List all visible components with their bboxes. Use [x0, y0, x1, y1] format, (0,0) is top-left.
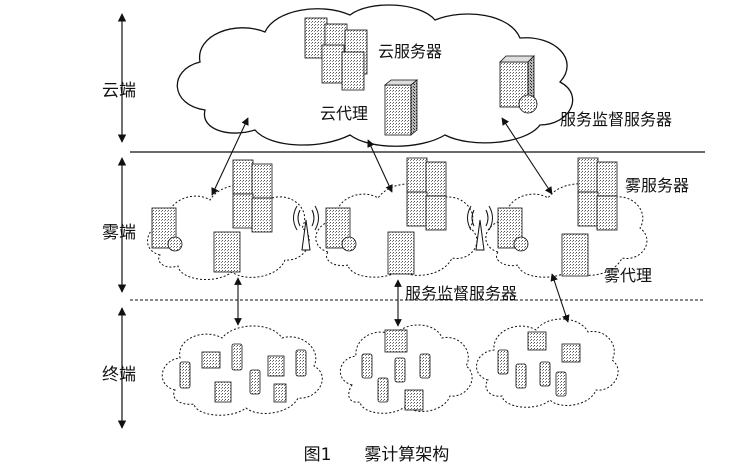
terminal-cloud-middle — [340, 324, 473, 414]
fog-right-devices — [497, 157, 618, 277]
label-cloud-server: 云服务器 — [378, 42, 443, 61]
fog-middle-devices — [325, 157, 447, 275]
link-arrows — [211, 117, 570, 327]
cloud-monitor-server-icon — [499, 55, 538, 114]
label-fog-proxy: 雾代理 — [604, 266, 653, 285]
terminal-devices — [179, 329, 581, 411]
label-fog-server: 雾服务器 — [625, 176, 690, 195]
caption-title: 雾计算架构 — [364, 445, 450, 465]
label-cloud-proxy: 云代理 — [320, 104, 369, 123]
tier-label-terminal: 终端 — [102, 365, 136, 385]
figure-caption: 图1 雾计算架构 — [0, 440, 753, 465]
cloud-shape — [176, 4, 574, 147]
label-monitor-server-fog: 服务监督服务器 — [405, 284, 518, 303]
tier-label-cloud: 云端 — [102, 81, 136, 101]
tier-label-fog: 雾端 — [102, 223, 136, 243]
cloud-server-icon — [304, 17, 368, 91]
caption-number: 图1 — [303, 445, 332, 465]
cloud-proxy-icon — [383, 79, 419, 136]
wireless-antenna-icon — [293, 205, 493, 251]
label-monitor-server-cloud: 服务监督服务器 — [560, 110, 673, 129]
